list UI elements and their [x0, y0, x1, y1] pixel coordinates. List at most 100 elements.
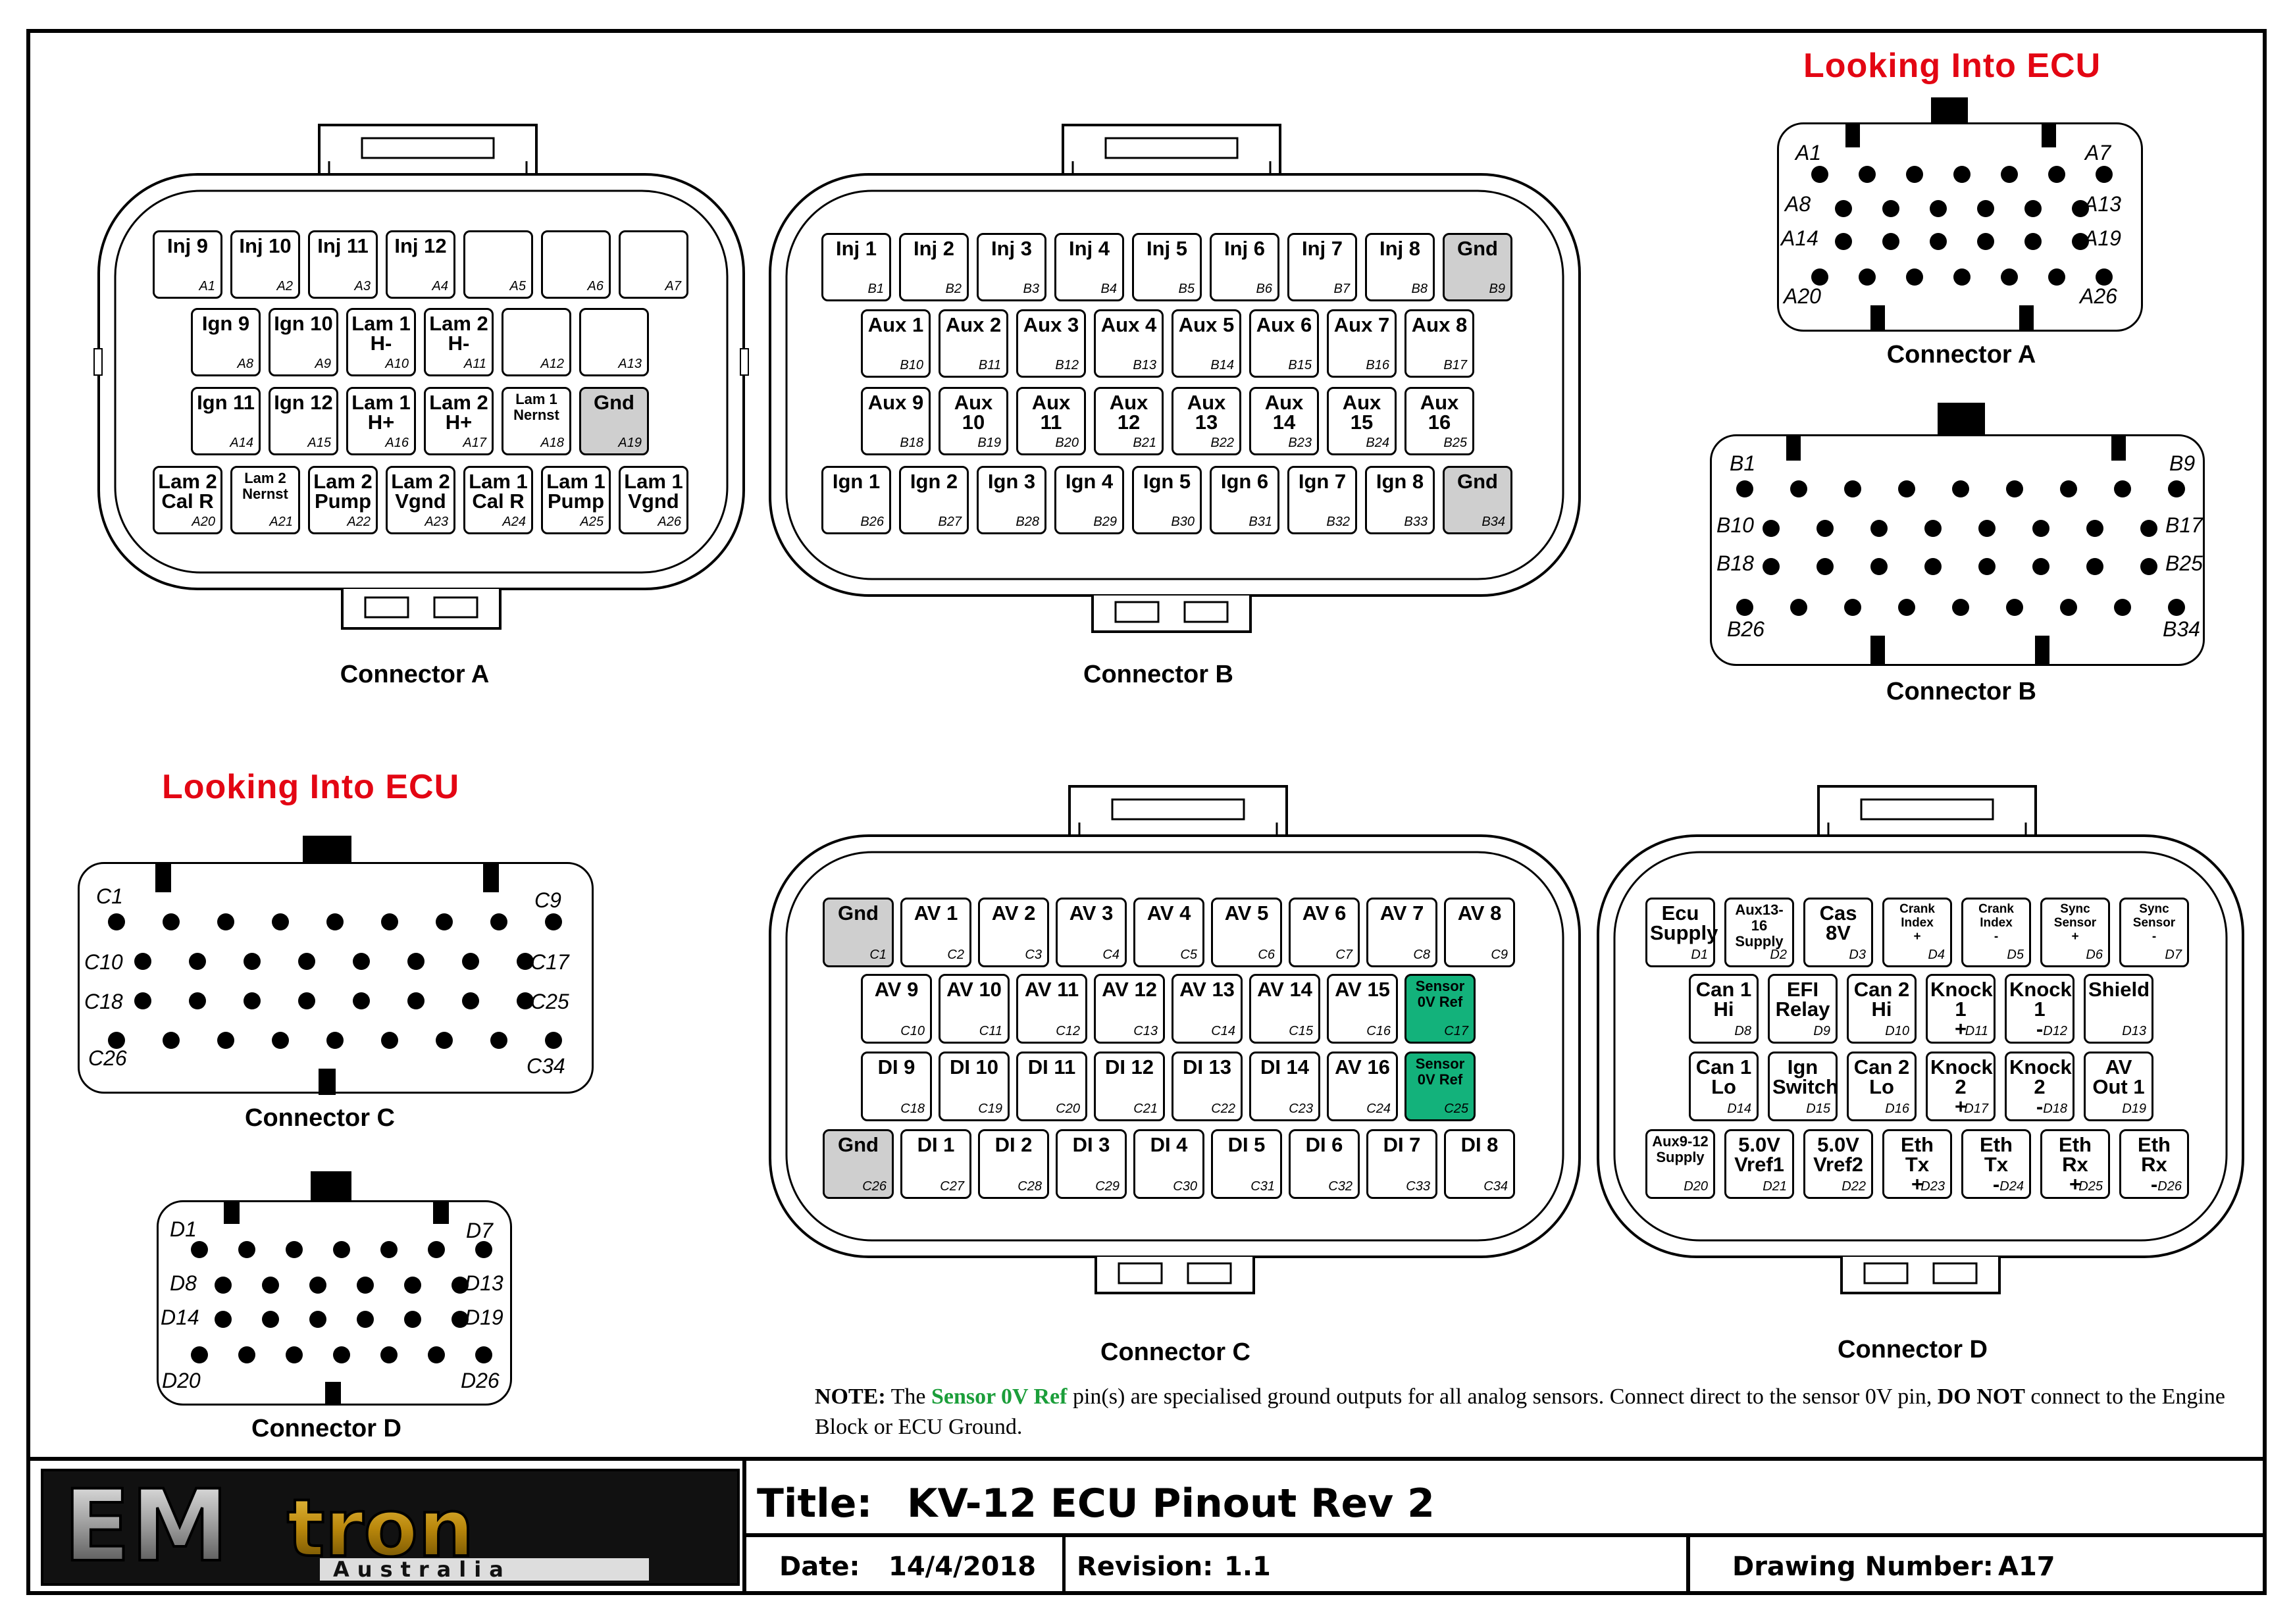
pin-dot — [428, 1241, 445, 1258]
pin-id: A19 — [618, 436, 642, 450]
pin-dot — [2001, 268, 2018, 286]
face-pin-label: C26 — [88, 1046, 127, 1070]
pin-id: D17 — [1964, 1102, 1988, 1116]
pin-dot — [286, 1241, 303, 1258]
pin-label: AV 15 — [1335, 978, 1390, 1001]
pin-label: Ign 5 — [1143, 470, 1191, 493]
pin-d7: Sync Sensor -D7 — [2119, 898, 2189, 967]
pin-label: Lam 1 Vgnd — [624, 470, 683, 513]
pin-id: C10 — [900, 1024, 925, 1038]
key-tab — [433, 1200, 449, 1224]
pin-dot — [1859, 166, 1876, 183]
pin-dot — [357, 1277, 374, 1294]
pin-d24: Eth Tx -D24 — [1961, 1129, 2031, 1199]
connector-a-face-caption: Connector A — [1886, 341, 2036, 368]
face-pin-label: A19 — [2084, 226, 2121, 250]
face-pin-label: B26 — [1727, 617, 1765, 641]
pin-label: Ign 4 — [1065, 470, 1114, 493]
face-pin-label: B17 — [2165, 513, 2203, 537]
pin-id: D22 — [1842, 1179, 1866, 1194]
pin-label: AV 4 — [1146, 901, 1191, 925]
pin-a10: Lam 1 H-A10 — [346, 308, 416, 376]
pin-id: C29 — [1095, 1179, 1120, 1194]
pin-id: B7 — [1333, 282, 1350, 296]
pin-dot — [1844, 599, 1861, 616]
pin-id: A26 — [657, 515, 681, 529]
pin-label: Aux 8 — [1411, 313, 1468, 336]
pin-id: C24 — [1366, 1102, 1391, 1116]
pin-label: AV 9 — [874, 978, 919, 1001]
pin-label: Eth Tx + — [1901, 1133, 1934, 1196]
pin-dot — [380, 1346, 398, 1363]
pin-id: B32 — [1326, 515, 1350, 529]
pin-id: A9 — [315, 357, 331, 371]
pin-label: DI 9 — [877, 1055, 915, 1078]
pin-id: D6 — [2086, 948, 2103, 962]
pin-dot — [2096, 166, 2113, 183]
pin-dot — [189, 992, 206, 1009]
face-outline — [157, 1200, 512, 1406]
pin-label: AV 13 — [1179, 978, 1235, 1001]
face-pin-label: C10 — [84, 950, 123, 974]
pin-dot — [1811, 166, 1828, 183]
pin-dot — [244, 953, 261, 970]
pin-id: C22 — [1211, 1102, 1235, 1116]
pin-dot — [1859, 268, 1876, 286]
pin-dot — [462, 992, 479, 1009]
pin-id: C19 — [978, 1102, 1002, 1116]
pin-label: DI 12 — [1104, 1055, 1154, 1078]
pin-label: Eth Rx + — [2059, 1133, 2092, 1196]
pin-d17: Knock 2 +D17 — [1926, 1052, 1996, 1121]
connector-b-face-caption: Connector B — [1886, 678, 2036, 705]
pin-dot — [2140, 520, 2157, 537]
pin-dot — [298, 953, 315, 970]
pin-id: B21 — [1133, 436, 1156, 450]
pin-label: AV 7 — [1379, 901, 1424, 925]
pin-dot — [451, 1311, 469, 1328]
pin-a12: A12 — [502, 308, 571, 376]
pin-id: C17 — [1444, 1024, 1468, 1038]
pin-label: Knock 1 + — [1930, 978, 1993, 1040]
pin-dot — [262, 1311, 279, 1328]
pin-id: B34 — [1481, 515, 1505, 529]
pin-dot — [1790, 480, 1807, 497]
pin-dot — [545, 1032, 562, 1049]
pin-label: Sensor 0V Ref — [1415, 1055, 1465, 1088]
pin-dot — [2001, 166, 2018, 183]
pin-id: B18 — [900, 436, 923, 450]
face-pin-label: D19 — [465, 1306, 503, 1329]
pin-dot — [1763, 558, 1780, 575]
pin-dot — [333, 1346, 350, 1363]
pin-dot — [436, 913, 453, 930]
pin-dot — [490, 913, 507, 930]
pin-id: D3 — [1849, 948, 1866, 962]
connector-c-caption: Connector C — [1100, 1338, 1250, 1366]
date-label: Date: — [779, 1552, 860, 1582]
divider — [1686, 1537, 1690, 1595]
date-value: 14/4/2018 — [889, 1552, 1037, 1582]
pin-id: B19 — [977, 436, 1001, 450]
face-pin-label: B10 — [1716, 513, 1754, 537]
pin-dot — [404, 1277, 421, 1294]
pin-label: Inj 6 — [1224, 237, 1265, 260]
key-tab — [1870, 636, 1885, 666]
pin-d23: Eth Tx +D23 — [1882, 1129, 1952, 1199]
pin-label: Can 1 Lo — [1695, 1055, 1752, 1098]
pin-label: Lam 2 Nernst — [242, 470, 288, 502]
pin-id: C4 — [1102, 948, 1120, 962]
